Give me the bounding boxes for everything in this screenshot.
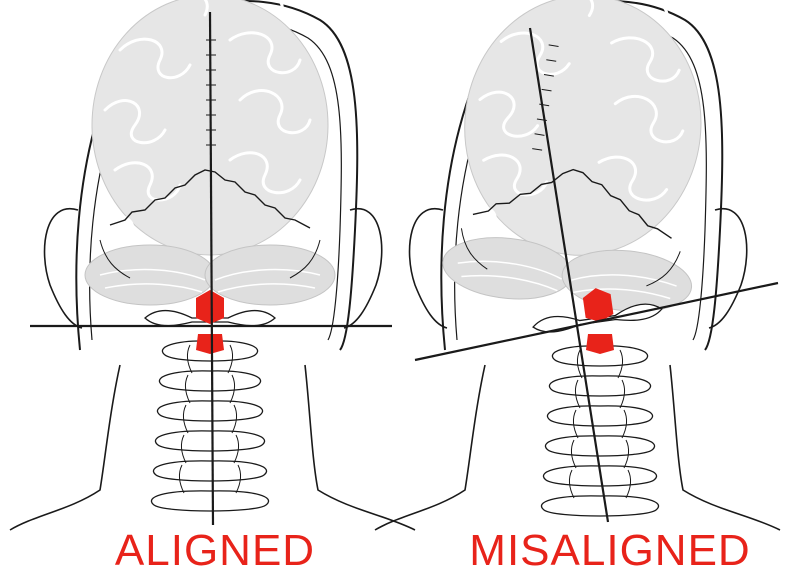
aligned-panel [9, 0, 416, 532]
midline-aligned [208, 11, 215, 526]
horizontal-line-misaligned [414, 281, 779, 362]
sagittal-suture-misaligned [532, 44, 559, 151]
highlight-axis-misaligned [586, 334, 614, 354]
midline-misaligned [528, 27, 610, 523]
highlight-axis-aligned [196, 334, 224, 354]
sagittal-suture-aligned [206, 39, 216, 146]
cervical-spine-misaligned [540, 345, 660, 517]
brain-misaligned [438, 0, 723, 319]
highlight-atlas-aligned [196, 290, 224, 324]
highlight-atlas-misaligned [582, 288, 614, 322]
misaligned-panel [374, 0, 781, 532]
label-aligned: ALIGNED [114, 526, 316, 575]
label-misaligned: MISALIGNED [469, 526, 751, 575]
cervical-spine-aligned [150, 340, 270, 512]
